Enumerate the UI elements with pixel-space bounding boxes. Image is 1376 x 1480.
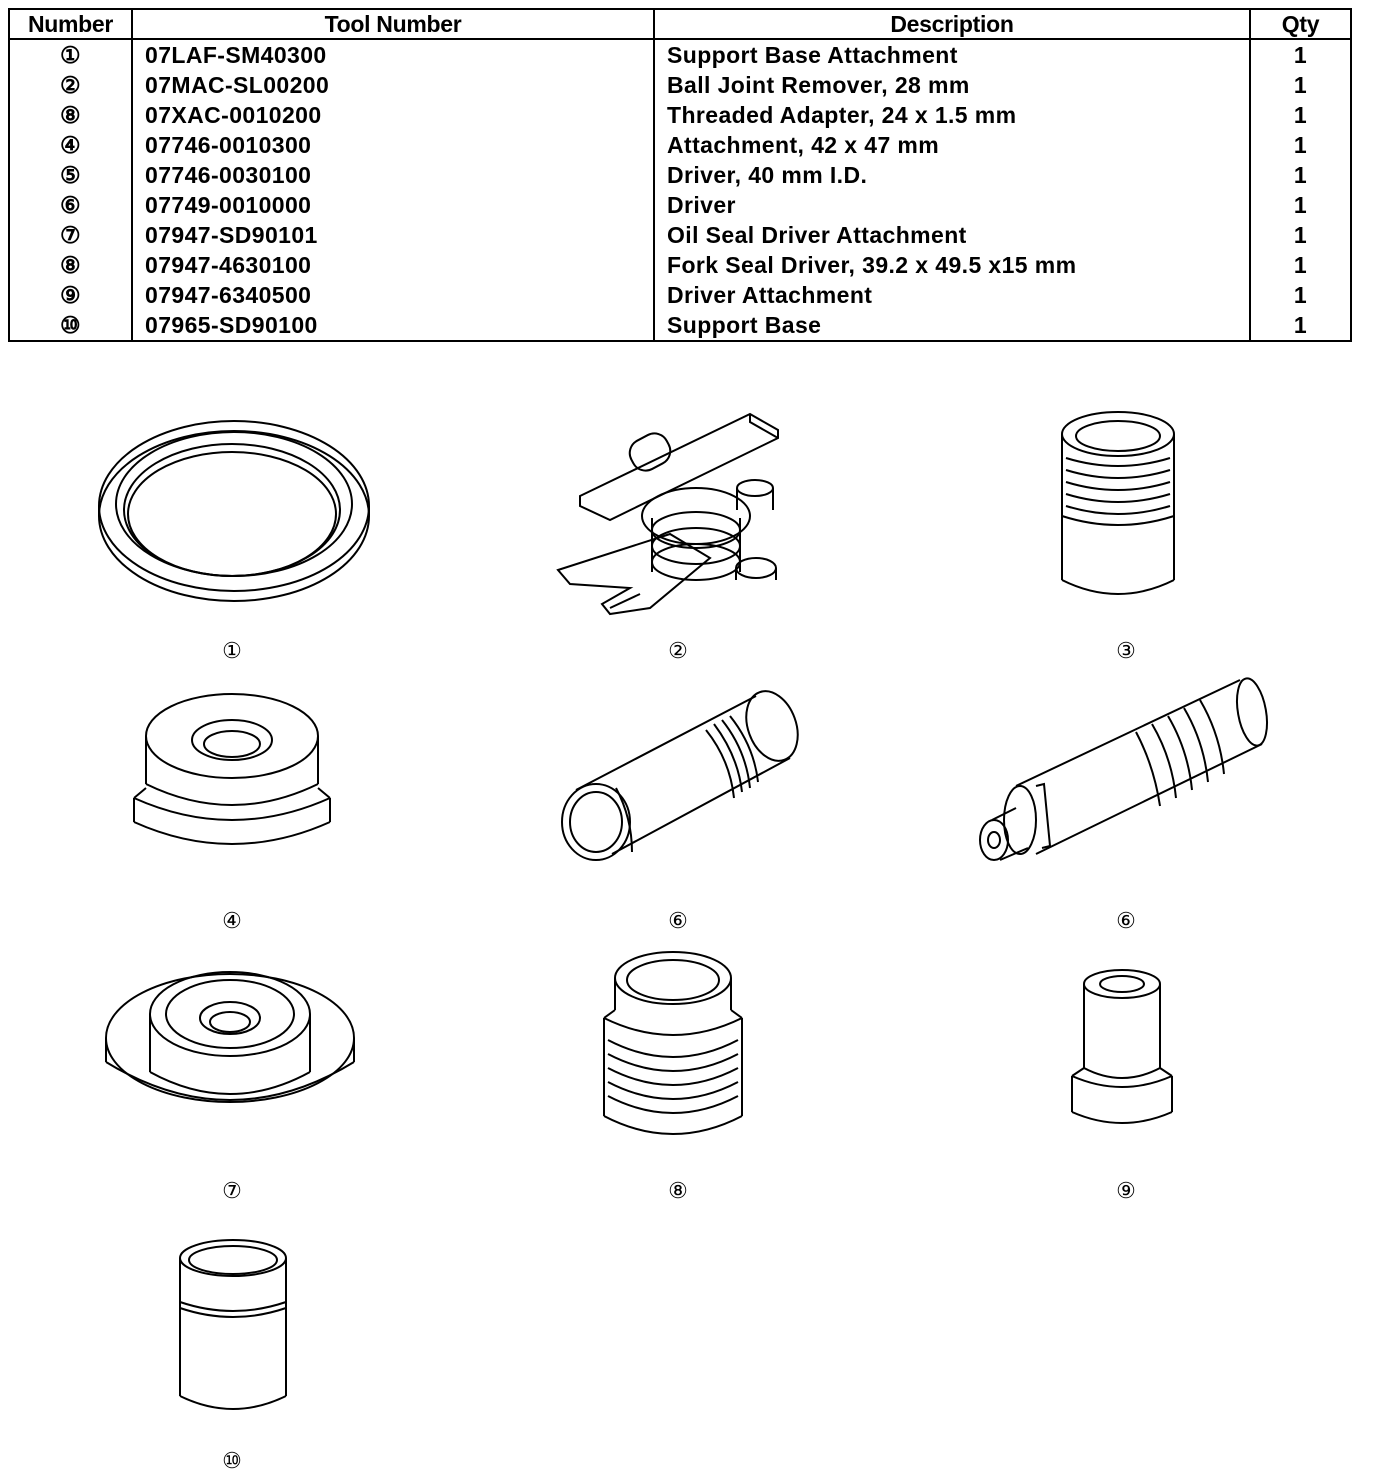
row-tool-number: 07LAF-SM40300 xyxy=(131,39,655,70)
oil-seal-driver-attachment-drawing xyxy=(102,960,358,1156)
row-tool-number: 07XAC-0010200 xyxy=(131,100,655,130)
figure-caption: ⑥ xyxy=(1116,908,1136,933)
row-tool-number: 07947-4630100 xyxy=(131,250,655,280)
row-qty: 1 xyxy=(1249,220,1352,250)
row-qty: 1 xyxy=(1249,190,1352,220)
driver-attachment-drawing xyxy=(1066,964,1178,1134)
row-qty: 1 xyxy=(1249,250,1352,280)
figure-caption: ③ xyxy=(1116,638,1136,663)
table-row: ⑧ 07947-4630100 Fork Seal Driver, 39.2 x… xyxy=(8,250,1352,280)
figure-caption: ④ xyxy=(222,908,242,933)
fork-seal-driver-drawing xyxy=(600,948,746,1148)
row-description: Support Base xyxy=(653,310,1251,341)
driver-drawing xyxy=(976,676,1276,876)
row-qty: 1 xyxy=(1249,100,1352,130)
row-description: Driver, 40 mm I.D. xyxy=(653,160,1251,190)
support-base-drawing xyxy=(176,1236,290,1418)
row-tool-number: 07965-SD90100 xyxy=(131,310,655,341)
header-description: Description xyxy=(653,8,1251,40)
table-row: ① 07LAF-SM40300 Support Base Attachment … xyxy=(8,39,1352,70)
row-number: ⑧ xyxy=(8,250,133,280)
table-row: ⑨ 07947-6340500 Driver Attachment 1 xyxy=(8,280,1352,310)
figure-caption: ⑨ xyxy=(1116,1178,1136,1203)
row-description: Driver xyxy=(653,190,1251,220)
header-number: Number xyxy=(8,8,133,40)
table-header-row: Number Tool Number Description Qty xyxy=(8,8,1352,40)
driver-40mm-drawing xyxy=(556,688,800,864)
row-number: ⑨ xyxy=(8,280,133,310)
row-tool-number: 07947-SD90101 xyxy=(131,220,655,250)
row-qty: 1 xyxy=(1249,39,1352,70)
row-number: ⑤ xyxy=(8,160,133,190)
row-qty: 1 xyxy=(1249,280,1352,310)
table-row: ⑤ 07746-0030100 Driver, 40 mm I.D. 1 xyxy=(8,160,1352,190)
row-number: ② xyxy=(8,70,133,100)
header-qty: Qty xyxy=(1249,8,1352,40)
row-tool-number: 07749-0010000 xyxy=(131,190,655,220)
table-row: ⑥ 07749-0010000 Driver 1 xyxy=(8,190,1352,220)
row-description: Oil Seal Driver Attachment xyxy=(653,220,1251,250)
special-tools-table: Number Tool Number Description Qty ① 07L… xyxy=(8,8,1352,342)
figure-caption: ⑧ xyxy=(668,1178,688,1203)
figure-caption: ⑦ xyxy=(222,1178,242,1203)
row-tool-number: 07746-0010300 xyxy=(131,130,655,160)
table-row: ⑧ 07XAC-0010200 Threaded Adapter, 24 x 1… xyxy=(8,100,1352,130)
table-row: ④ 07746-0010300 Attachment, 42 x 47 mm 1 xyxy=(8,130,1352,160)
figure-caption: ⑥ xyxy=(668,908,688,933)
header-tool-number: Tool Number xyxy=(131,8,655,40)
row-qty: 1 xyxy=(1249,130,1352,160)
row-tool-number: 07746-0030100 xyxy=(131,160,655,190)
row-number: ④ xyxy=(8,130,133,160)
row-description: Attachment, 42 x 47 mm xyxy=(653,130,1251,160)
figure-caption: ② xyxy=(668,638,688,663)
figure-caption: ① xyxy=(222,638,242,663)
table-row: ② 07MAC-SL00200 Ball Joint Remover, 28 m… xyxy=(8,70,1352,100)
attachment-42x47-drawing xyxy=(130,688,334,864)
threaded-adapter-drawing xyxy=(1058,408,1178,604)
row-qty: 1 xyxy=(1249,310,1352,341)
table-row: ⑦ 07947-SD90101 Oil Seal Driver Attachme… xyxy=(8,220,1352,250)
row-tool-number: 07MAC-SL00200 xyxy=(131,70,655,100)
figure-caption: ⑩ xyxy=(222,1448,242,1473)
row-number: ① xyxy=(8,39,133,70)
row-number: ⑧ xyxy=(8,100,133,130)
row-description: Fork Seal Driver, 39.2 x 49.5 x15 mm xyxy=(653,250,1251,280)
ball-joint-remover-drawing xyxy=(550,408,810,620)
table-row: ⑩ 07965-SD90100 Support Base 1 xyxy=(8,310,1352,341)
row-number: ⑦ xyxy=(8,220,133,250)
row-description: Threaded Adapter, 24 x 1.5 mm xyxy=(653,100,1251,130)
row-description: Ball Joint Remover, 28 mm xyxy=(653,70,1251,100)
support-base-attachment-drawing xyxy=(96,408,372,620)
row-description: Support Base Attachment xyxy=(653,39,1251,70)
row-tool-number: 07947-6340500 xyxy=(131,280,655,310)
row-description: Driver Attachment xyxy=(653,280,1251,310)
row-number: ⑥ xyxy=(8,190,133,220)
row-qty: 1 xyxy=(1249,70,1352,100)
row-qty: 1 xyxy=(1249,160,1352,190)
row-number: ⑩ xyxy=(8,310,133,341)
